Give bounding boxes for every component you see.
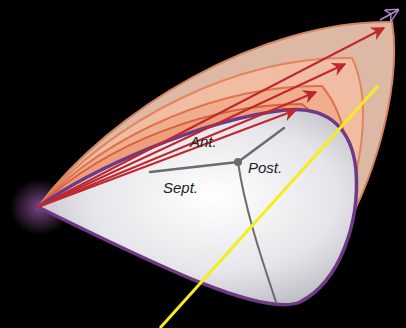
region-label: Post. [248,160,282,176]
yellow-axis-line [160,86,378,328]
region-label: Ant. [190,134,217,150]
mean-vector-arrow [380,10,398,20]
septal-junction [150,128,284,302]
ventricle-outline [38,110,357,305]
vector-arrows [38,28,384,207]
region-label: Sept. [163,180,198,196]
